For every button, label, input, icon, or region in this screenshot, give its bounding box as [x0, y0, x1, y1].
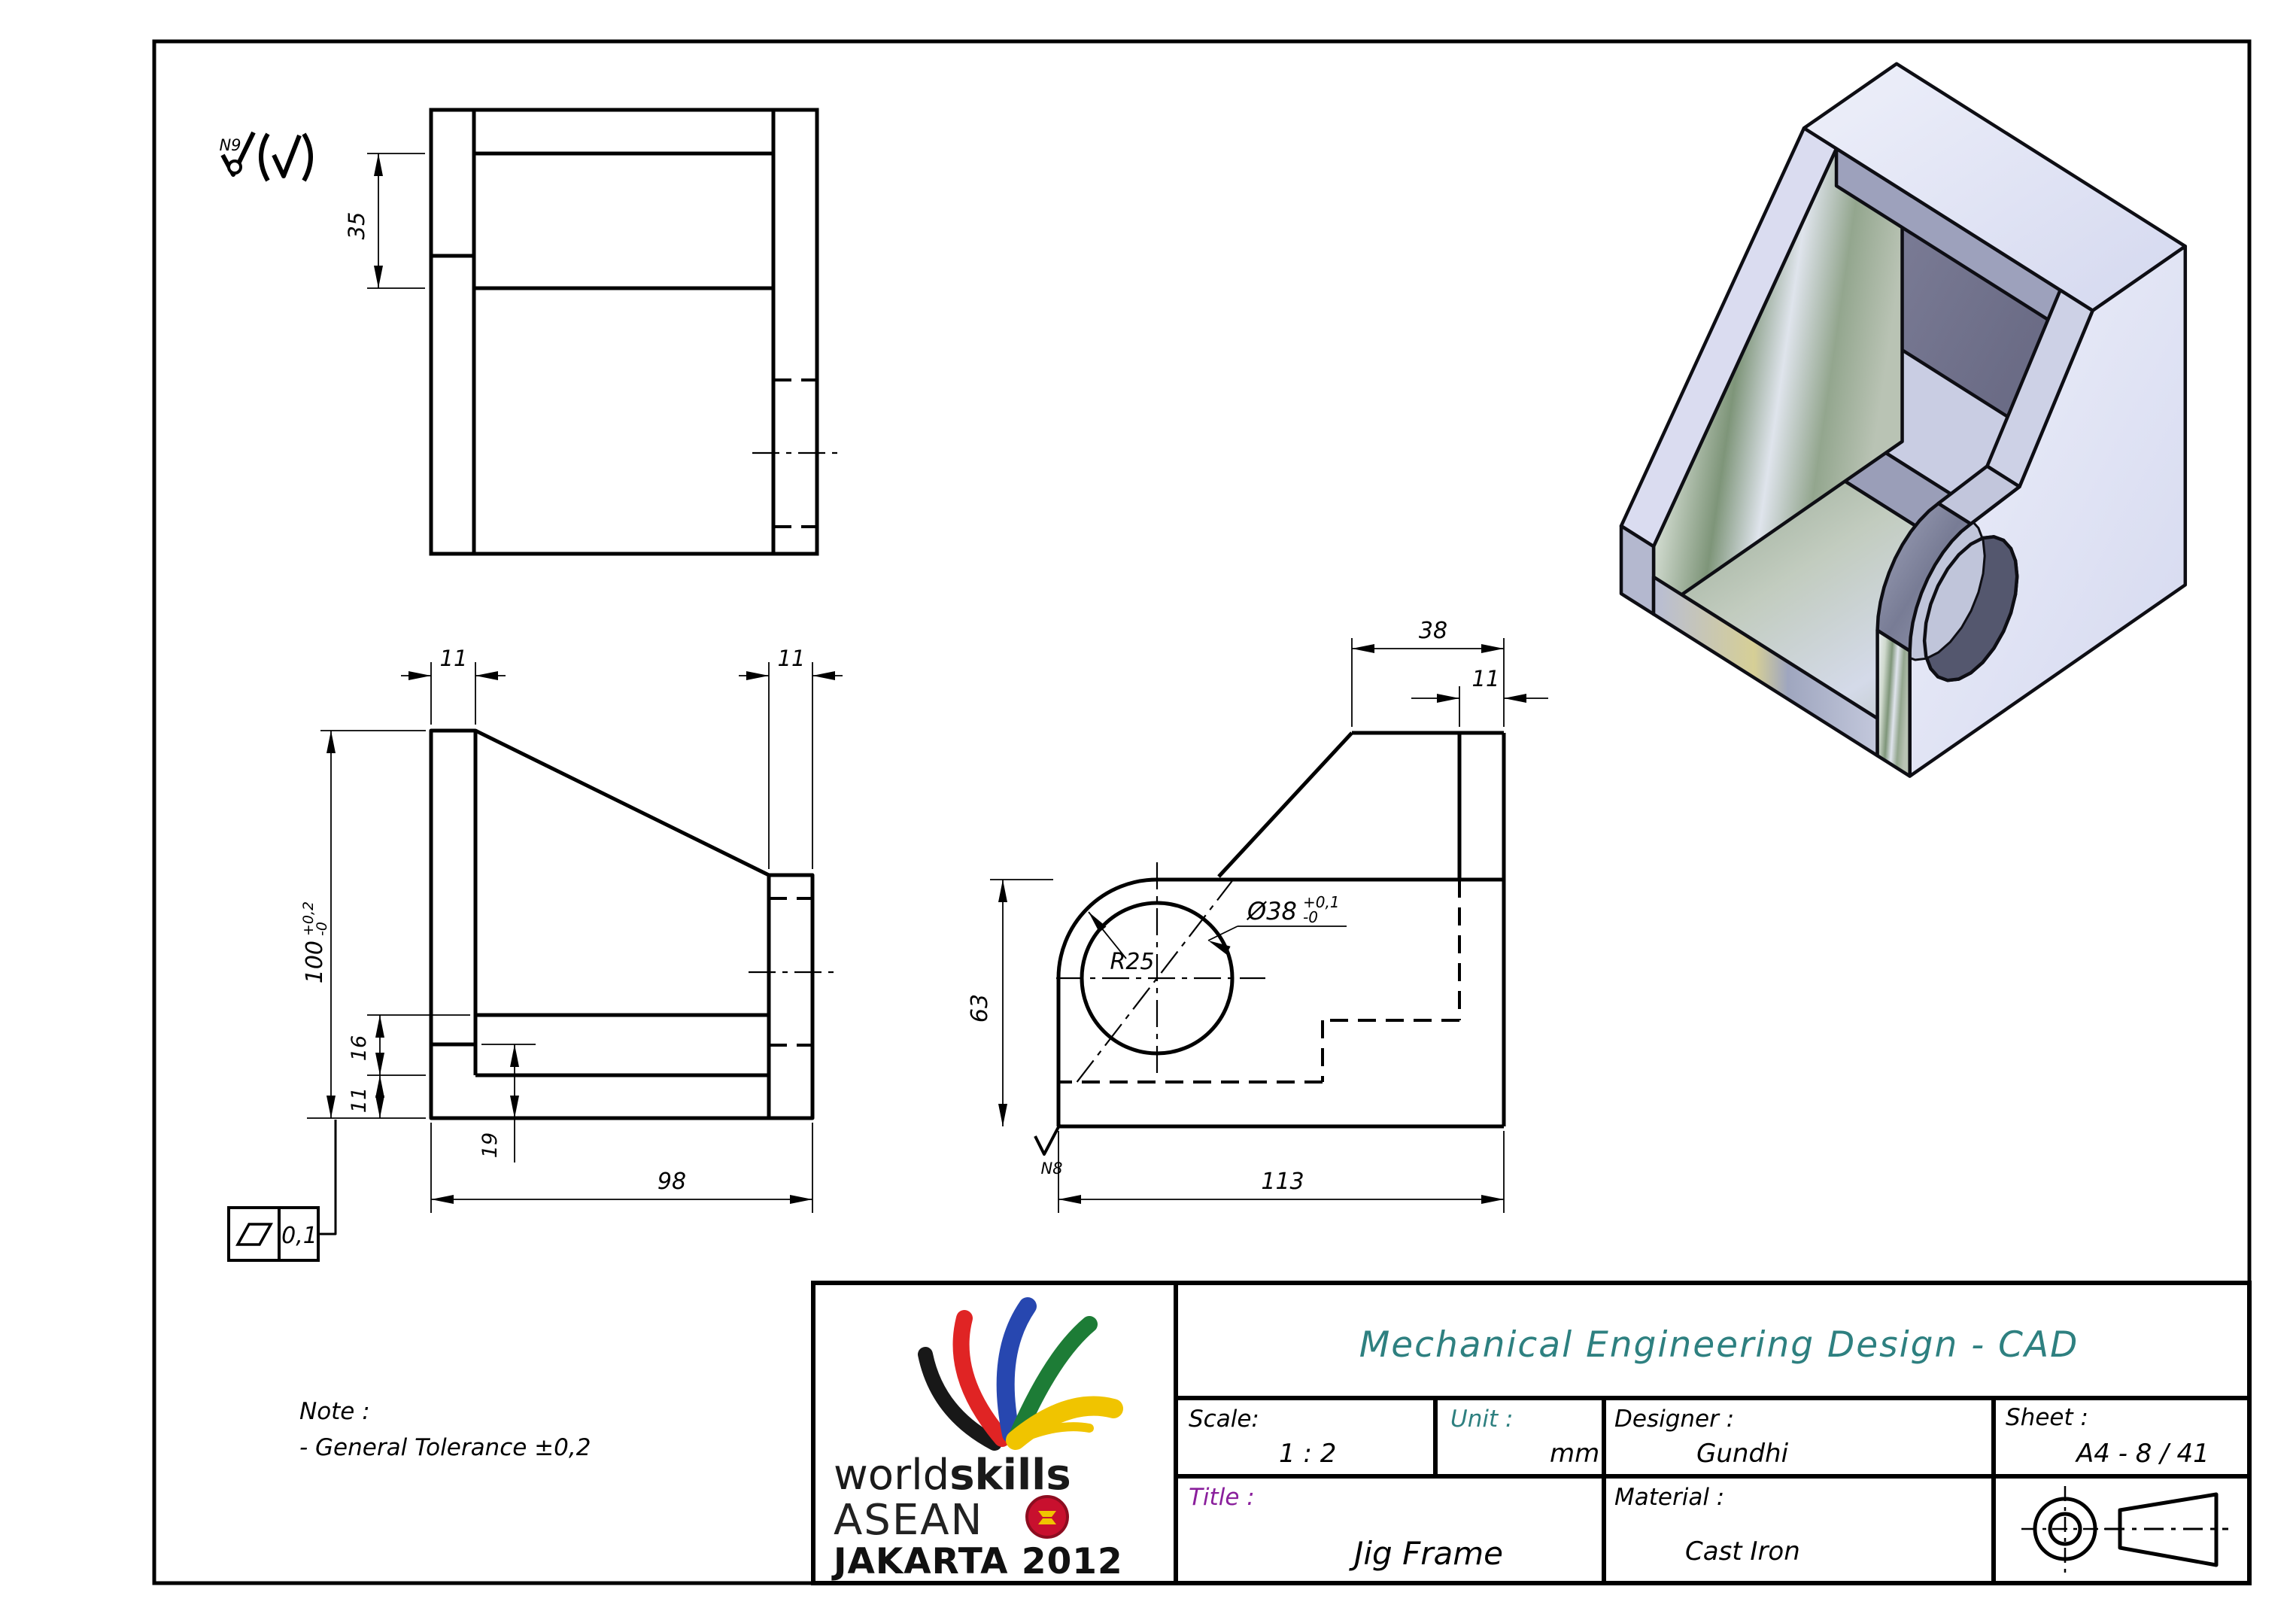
svg-text:11: 11	[1472, 666, 1500, 691]
title-value: Jig Frame	[1354, 1535, 1503, 1572]
designer-value: Gundhi	[1696, 1439, 1789, 1469]
material-label: Material :	[1614, 1484, 1725, 1511]
scale-value: 1 : 2	[1279, 1439, 1337, 1469]
top-view: 35	[344, 108, 841, 556]
svg-text:16: 16	[348, 1035, 371, 1061]
svg-text:11: 11	[778, 646, 806, 671]
svg-text:35: 35	[344, 212, 369, 240]
logo-asean: ASEAN	[834, 1496, 984, 1545]
svg-text:R25: R25	[1110, 949, 1154, 975]
note-body: - General Tolerance ±0,2	[299, 1434, 591, 1461]
designer-label: Designer :	[1614, 1406, 1735, 1433]
isometric-view	[1619, 62, 2188, 778]
worldskills-logo-mark	[918, 1297, 1123, 1539]
logo-word1: world	[834, 1451, 950, 1500]
iso-left-front-face	[1619, 524, 1656, 616]
svg-text:-0: -0	[314, 922, 330, 936]
svg-text:11: 11	[348, 1087, 371, 1113]
logo-word2: skills	[949, 1451, 1071, 1500]
flatness-frame: 0,1	[227, 1120, 337, 1262]
svg-text:38: 38	[1419, 618, 1447, 644]
svg-text:113: 113	[1261, 1169, 1304, 1195]
svg-text:63: 63	[967, 994, 993, 1023]
svg-text:N9: N9	[219, 136, 241, 154]
sheet-value: A4 - 8 / 41	[2076, 1439, 2209, 1469]
svg-text:11: 11	[440, 646, 468, 671]
title-block-grid	[811, 1281, 2252, 1585]
note-heading: Note :	[299, 1398, 370, 1425]
logo-jakarta: JAKARTA 2012	[834, 1541, 1123, 1582]
unit-label: Unit :	[1450, 1406, 1514, 1433]
titleblock-header: Mechanical Engineering Design - CAD	[1359, 1324, 2079, 1366]
svg-text:19: 19	[478, 1132, 502, 1158]
front-view: 11 11 100 +0,2-0 16 11 19 98	[300, 646, 843, 1213]
svg-text:100: 100	[302, 941, 328, 983]
svg-text:N8: N8	[1040, 1160, 1062, 1178]
iso-hole-rim	[1922, 535, 2019, 682]
svg-text:Ø38: Ø38	[1246, 897, 1297, 925]
iso-right-wall-front-face	[1875, 628, 1912, 778]
unit-value: mm	[1550, 1439, 1600, 1469]
svg-text:-0: -0	[1303, 908, 1318, 926]
sheet-label: Sheet :	[2006, 1404, 2088, 1431]
svg-text:+0,2: +0,2	[300, 901, 317, 936]
logo-wordmark: worldskills	[834, 1451, 1071, 1500]
projection-symbol-icon	[2021, 1486, 2228, 1573]
scale-label: Scale:	[1189, 1406, 1259, 1433]
side-view: 38 11 63 113 R25 Ø38 +0,1-0N8	[967, 618, 1548, 1213]
surface-finish-note: N9	[219, 131, 313, 182]
svg-text:0,1: 0,1	[281, 1223, 317, 1249]
svg-text:+0,1: +0,1	[1303, 893, 1340, 911]
material-value: Cast Iron	[1685, 1536, 1800, 1567]
svg-text:98: 98	[658, 1169, 686, 1195]
title-label: Title :	[1189, 1484, 1255, 1511]
